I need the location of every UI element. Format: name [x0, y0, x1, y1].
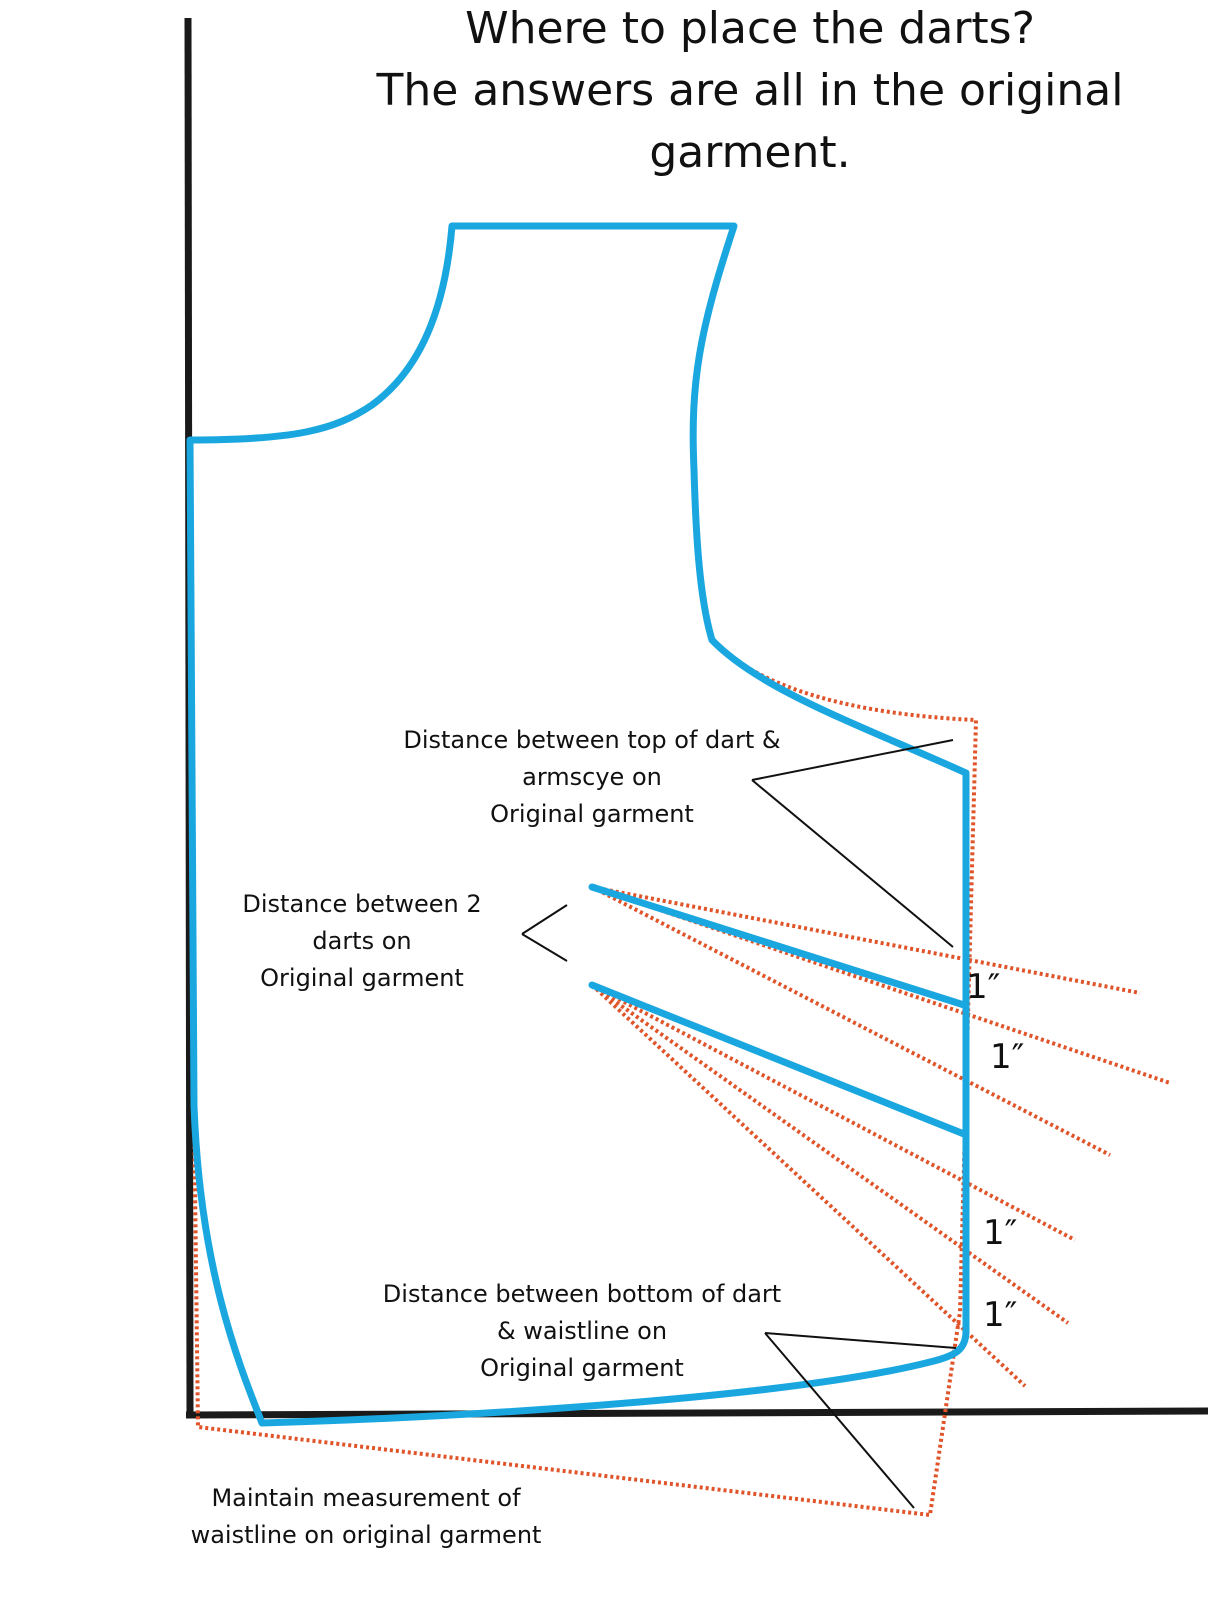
waistline-label-line-1: Maintain measurement of — [211, 1484, 521, 1512]
top-dart-label: Distance between top of dart & armscye o… — [382, 722, 802, 833]
leader-lines — [521, 739, 957, 1509]
original-dart-lines — [590, 885, 1171, 1388]
top-dart-label-line-1: Distance between top of dart & — [403, 726, 781, 754]
top-dart-label-line-2: armscye on — [522, 763, 662, 791]
between-darts-label-line-1: Distance between 2 — [242, 890, 482, 918]
measurement-4: 1″ — [983, 1295, 1018, 1335]
measurement-1: 1″ — [966, 967, 1001, 1007]
title-line-1: Where to place the darts? — [465, 3, 1035, 54]
waistline-label: Maintain measurement of waistline on ori… — [166, 1480, 566, 1554]
bottom-dart-label-line-3: Original garment — [480, 1354, 684, 1382]
between-darts-label-line-3: Original garment — [260, 964, 464, 992]
bottom-dart-label: Distance between bottom of dart & waistl… — [362, 1276, 802, 1387]
new-dart-lines — [588, 883, 968, 1138]
title-line-2: The answers are all in the original — [376, 65, 1124, 116]
bottom-dart-label-line-1: Distance between bottom of dart — [382, 1280, 782, 1308]
waistline-label-line-2: waistline on original garment — [190, 1521, 542, 1549]
bottom-dart-label-line-2: & waistline on — [496, 1317, 668, 1345]
measurement-2: 1″ — [990, 1037, 1025, 1077]
between-darts-label: Distance between 2 darts on Original gar… — [222, 886, 502, 997]
bodice-pattern-outline — [186, 222, 970, 1427]
top-dart-label-line-3: Original garment — [490, 800, 694, 828]
measurement-3: 1″ — [983, 1213, 1018, 1253]
between-darts-label-line-2: darts on — [312, 927, 412, 955]
title-line-3: garment. — [649, 127, 851, 178]
horizontal-axis — [185, 1407, 1209, 1419]
